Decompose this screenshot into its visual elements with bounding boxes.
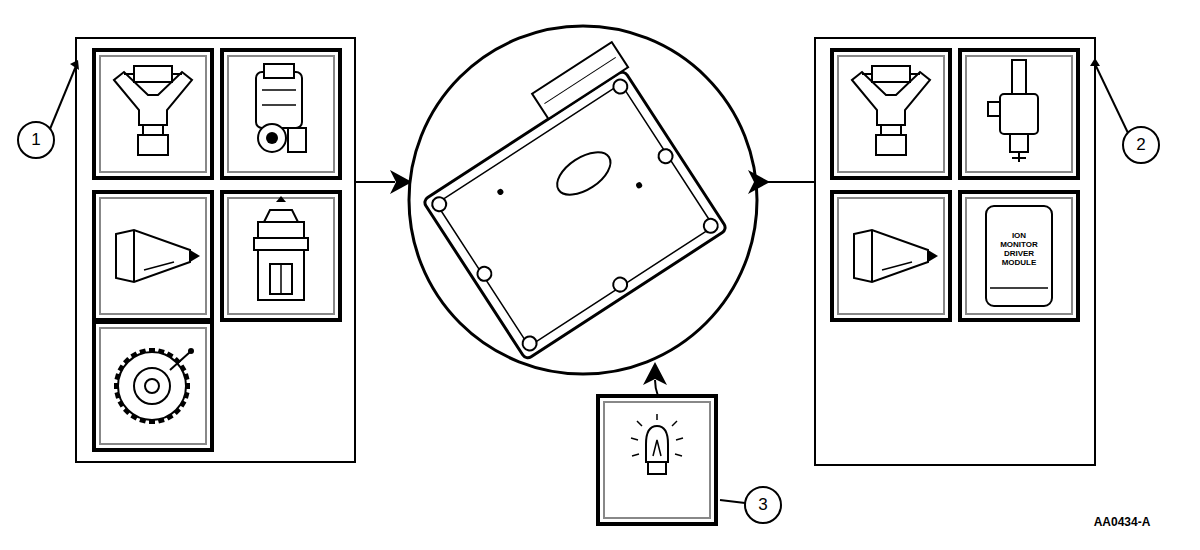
injector-icon <box>832 50 950 178</box>
trigger-wheel-icon <box>94 322 212 450</box>
callout-number: 1 <box>31 130 40 150</box>
output-panel <box>815 38 1095 465</box>
figure-code: AA0434-A <box>1094 515 1151 529</box>
callout-number: 3 <box>758 495 767 515</box>
valve-icon <box>222 50 340 178</box>
callout-number: 2 <box>1136 135 1145 155</box>
driver-module-box: ION MONITOR DRIVER MODULE <box>988 210 1050 288</box>
solenoid-icon <box>960 50 1078 178</box>
lamp-icon <box>598 396 716 524</box>
module-icon-frame <box>960 192 1078 320</box>
injector-icon <box>94 50 212 178</box>
probe-icon <box>94 192 212 320</box>
flow-arrow <box>355 181 395 183</box>
control-module <box>406 42 731 360</box>
module-circle <box>409 26 757 374</box>
callout-circle <box>745 487 781 523</box>
sensor-icon <box>222 192 340 320</box>
module-label: ION MONITOR DRIVER MODULE <box>997 231 1041 268</box>
callout-circle <box>18 122 54 158</box>
input-panel <box>76 38 355 462</box>
probe-icon <box>832 192 950 320</box>
